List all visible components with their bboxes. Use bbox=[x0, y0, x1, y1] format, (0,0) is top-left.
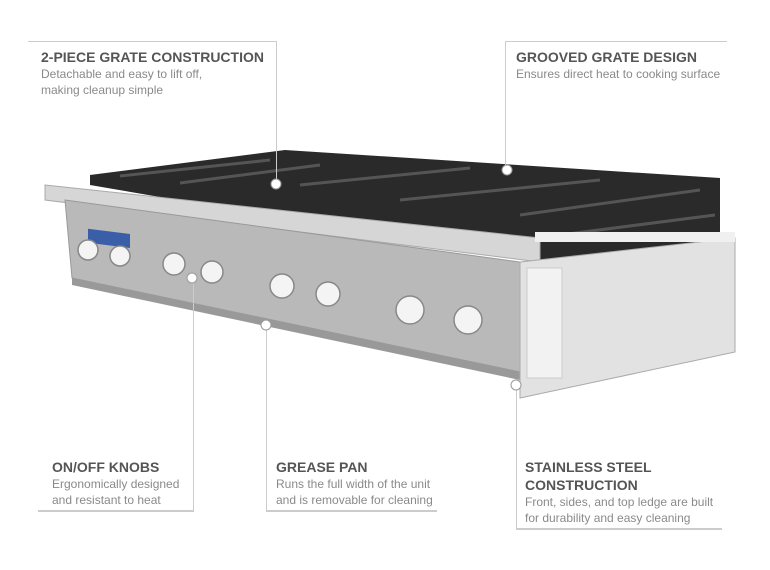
side-panel bbox=[519, 237, 736, 399]
callout-title: GREASE PAN bbox=[276, 459, 368, 475]
callout-steel: STAINLESS STEEL CONSTRUCTION Front, side… bbox=[525, 458, 713, 526]
brand-logo bbox=[88, 228, 130, 248]
callout-text: and resistant to heat bbox=[52, 493, 161, 507]
callout-title: STAINLESS STEEL bbox=[525, 459, 652, 475]
callout-text: Front, sides, and top ledge are built bbox=[525, 495, 714, 509]
grease-pan bbox=[72, 278, 520, 380]
callout-text: Ensures direct heat to cooking surface bbox=[516, 67, 721, 81]
hotspot-steel[interactable] bbox=[510, 379, 522, 391]
callout-title: 2-PIECE GRATE CONSTRUCTION bbox=[41, 49, 264, 65]
callout-grease-pan: GREASE PAN Runs the full width of the un… bbox=[276, 458, 433, 508]
callout-text: Ergonomically designed bbox=[52, 477, 180, 491]
callout-grate: 2-PIECE GRATE CONSTRUCTION Detachable an… bbox=[41, 48, 264, 98]
knobs bbox=[77, 239, 483, 335]
callout-title-2: CONSTRUCTION bbox=[525, 477, 638, 493]
callout-text: for durability and easy cleaning bbox=[525, 511, 691, 525]
hotspot-grooved[interactable] bbox=[501, 164, 513, 176]
callout-text: Detachable and easy to lift off, bbox=[41, 67, 203, 81]
hotspot-knobs[interactable] bbox=[186, 272, 198, 284]
callout-title: ON/OFF KNOBS bbox=[52, 459, 160, 475]
spec-label bbox=[526, 267, 563, 379]
callout-knobs: ON/OFF KNOBS Ergonomically designed and … bbox=[52, 458, 179, 508]
callout-text: Runs the full width of the unit bbox=[276, 477, 431, 491]
callout-text: and is removable for cleaning bbox=[276, 493, 433, 507]
hotspot-grease-pan[interactable] bbox=[260, 319, 272, 331]
callout-grooved: GROOVED GRATE DESIGN Ensures direct heat… bbox=[516, 48, 720, 82]
callout-title: GROOVED GRATE DESIGN bbox=[516, 49, 697, 65]
hotspot-grate[interactable] bbox=[270, 178, 282, 190]
callout-text: making cleanup simple bbox=[41, 83, 164, 97]
